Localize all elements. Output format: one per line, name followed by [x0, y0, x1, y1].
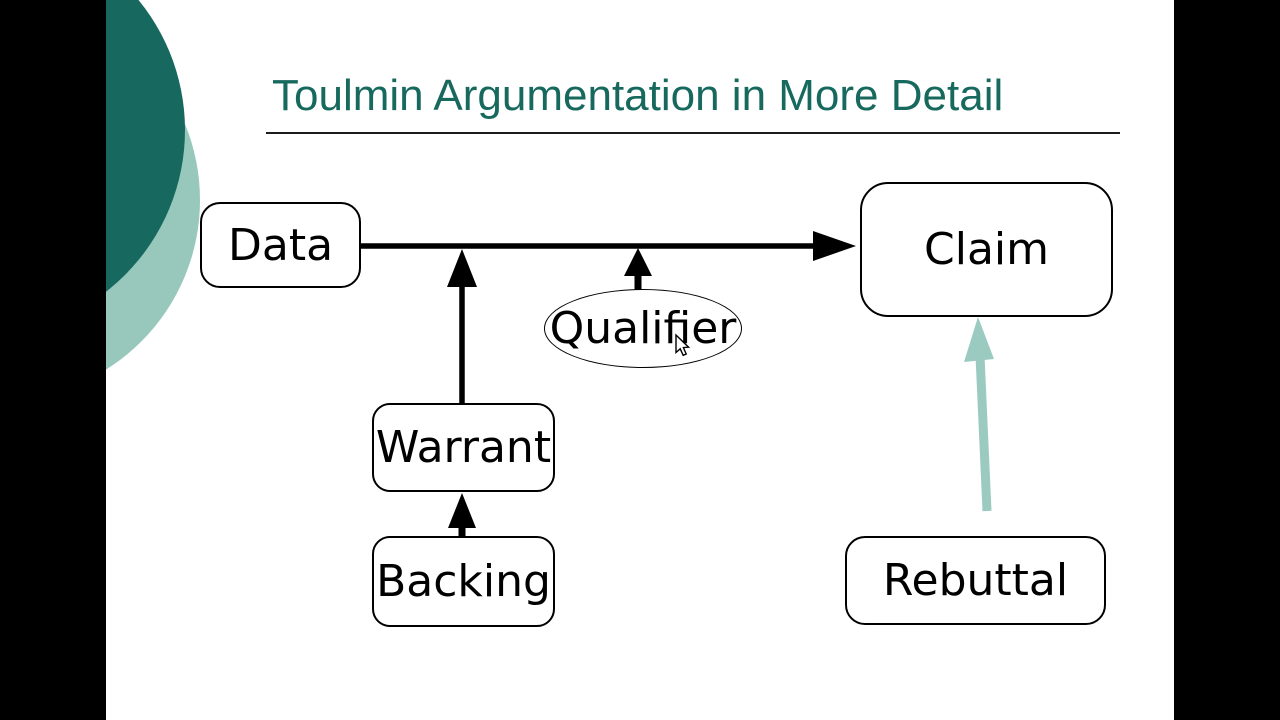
node-claim-label: Claim	[924, 224, 1049, 275]
arrow-data-to-claim-head	[813, 231, 856, 261]
arrow-backing-up-head	[448, 493, 476, 528]
node-warrant-label: Warrant	[375, 422, 552, 473]
arrow-warrant-up-head	[447, 249, 477, 287]
arrow-qualifier-up-head	[624, 248, 652, 276]
node-data-label: Data	[227, 219, 334, 271]
arrow-rebuttal-to-claim-shaft	[975, 355, 992, 512]
node-warrant: Warrant	[372, 403, 555, 492]
title-underline	[266, 132, 1120, 134]
presentation-slide: Toulmin Argumentation in More Detail Dat…	[106, 0, 1174, 720]
slide-title: Toulmin Argumentation in More Detail	[272, 71, 1004, 120]
node-data: Data	[200, 202, 361, 288]
arrow-rebuttal-to-claim-head	[964, 317, 994, 362]
node-rebuttal: Rebuttal	[845, 536, 1106, 625]
node-rebuttal-label: Rebuttal	[882, 555, 1069, 606]
node-backing: Backing	[372, 536, 555, 627]
node-qualifier-label: Qualifier	[549, 303, 737, 354]
node-claim: Claim	[860, 182, 1113, 317]
node-backing-label: Backing	[376, 556, 551, 607]
node-qualifier: Qualifier	[544, 289, 742, 368]
